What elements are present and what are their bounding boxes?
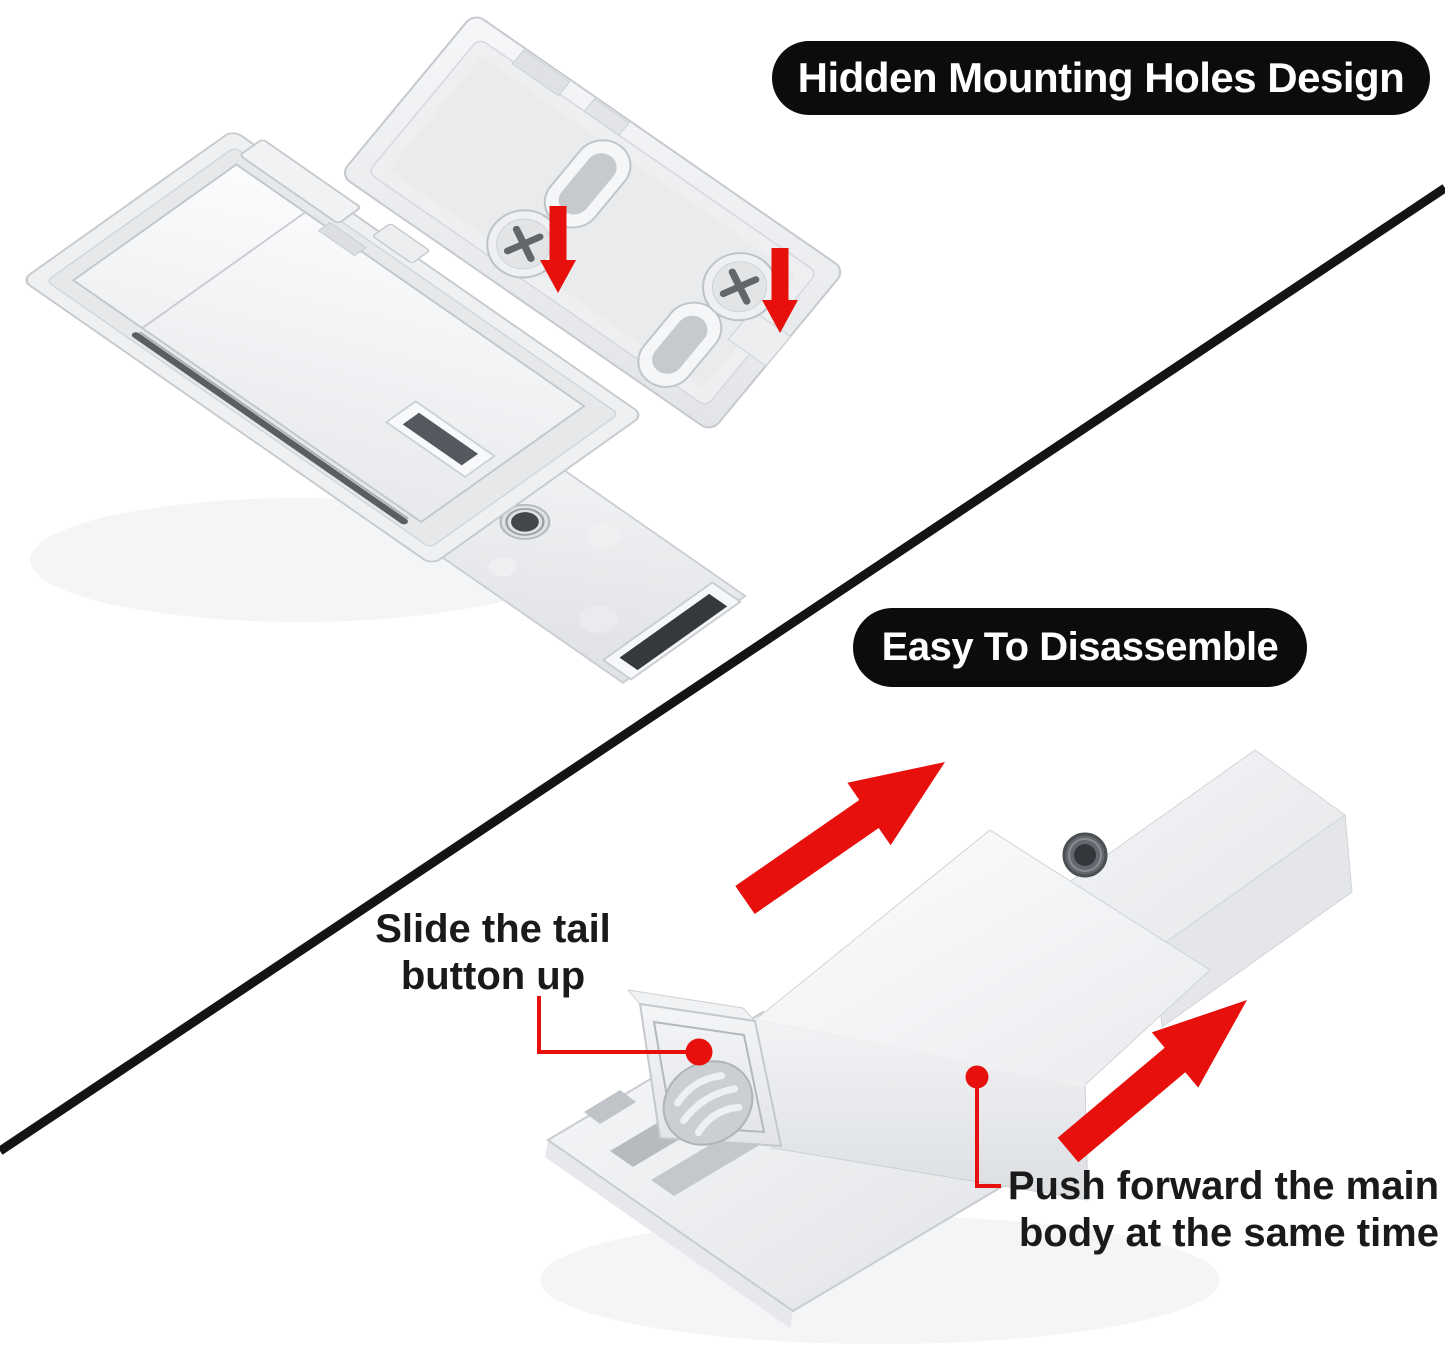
grip-ridge bbox=[673, 1072, 726, 1107]
mold-mark bbox=[579, 605, 619, 634]
edge-tab bbox=[373, 223, 430, 264]
grip-ridge bbox=[694, 1103, 743, 1137]
body-edge-highlight bbox=[754, 1018, 1086, 1087]
up-right-arrow-icon bbox=[1057, 1000, 1247, 1163]
grip-ridge bbox=[680, 1085, 739, 1125]
callout-dot bbox=[965, 1065, 989, 1089]
mounting-holes-photo bbox=[25, 16, 842, 684]
down-arrow-icon bbox=[762, 248, 798, 333]
mold-mark bbox=[488, 557, 517, 577]
cap-inset-panel bbox=[652, 1020, 766, 1134]
mounting-hole-oval-inner bbox=[652, 315, 708, 374]
edge-tab bbox=[240, 139, 361, 224]
diagonal-divider-line bbox=[0, 184, 1445, 1155]
latch-body-illustration bbox=[25, 132, 747, 684]
plate-notch bbox=[317, 221, 367, 257]
mold-mark bbox=[585, 523, 620, 549]
callout-push-forward-label: Push forward the main body at the same t… bbox=[1003, 1163, 1439, 1257]
callout-line bbox=[537, 996, 686, 1054]
callout-push-forward-line1: Push forward the main bbox=[1007, 1164, 1439, 1208]
callout-slide-tail-line1: Slide the tail bbox=[375, 907, 611, 951]
banner-hidden-mounting-holes: Hidden Mounting Holes Design bbox=[772, 41, 1430, 115]
button-recess bbox=[662, 1060, 754, 1146]
cover-plate-illustration bbox=[344, 16, 842, 429]
plate-seam bbox=[141, 211, 307, 329]
callout-slide-tail-line2: button up bbox=[400, 954, 586, 998]
banner-easy-disassemble: Easy To Disassemble bbox=[853, 608, 1307, 687]
screw-hole-ring bbox=[505, 508, 545, 536]
base-plate-edge bbox=[545, 1140, 793, 1328]
callout-slide-tail-label: Slide the tail button up bbox=[343, 906, 643, 1000]
mounting-hole-oval-inner bbox=[558, 153, 617, 215]
latch-main-body-illustration bbox=[753, 829, 1211, 1201]
screw-icon bbox=[702, 252, 778, 322]
disassemble-photo bbox=[537, 749, 1353, 1344]
usb-socket-slot bbox=[619, 593, 728, 671]
cover-notch bbox=[583, 98, 630, 136]
down-arrow-icon bbox=[540, 206, 576, 293]
up-right-arrow-icon bbox=[735, 762, 945, 914]
tail-button-cover bbox=[626, 989, 783, 1148]
pin-highlight bbox=[139, 331, 409, 520]
cover-notch bbox=[511, 49, 571, 97]
callout-dot bbox=[685, 1038, 713, 1066]
screw-hole-center bbox=[511, 512, 539, 532]
push-button-ring bbox=[1068, 838, 1102, 872]
push-button-center bbox=[1074, 844, 1096, 866]
base-plate-notch bbox=[584, 1090, 636, 1124]
callout-push-forward-line2: body at the same time bbox=[1018, 1211, 1439, 1255]
callout-line bbox=[975, 1088, 1001, 1188]
cover-step bbox=[727, 309, 792, 367]
latch-slot bbox=[402, 412, 479, 466]
latch-pin bbox=[131, 332, 408, 525]
